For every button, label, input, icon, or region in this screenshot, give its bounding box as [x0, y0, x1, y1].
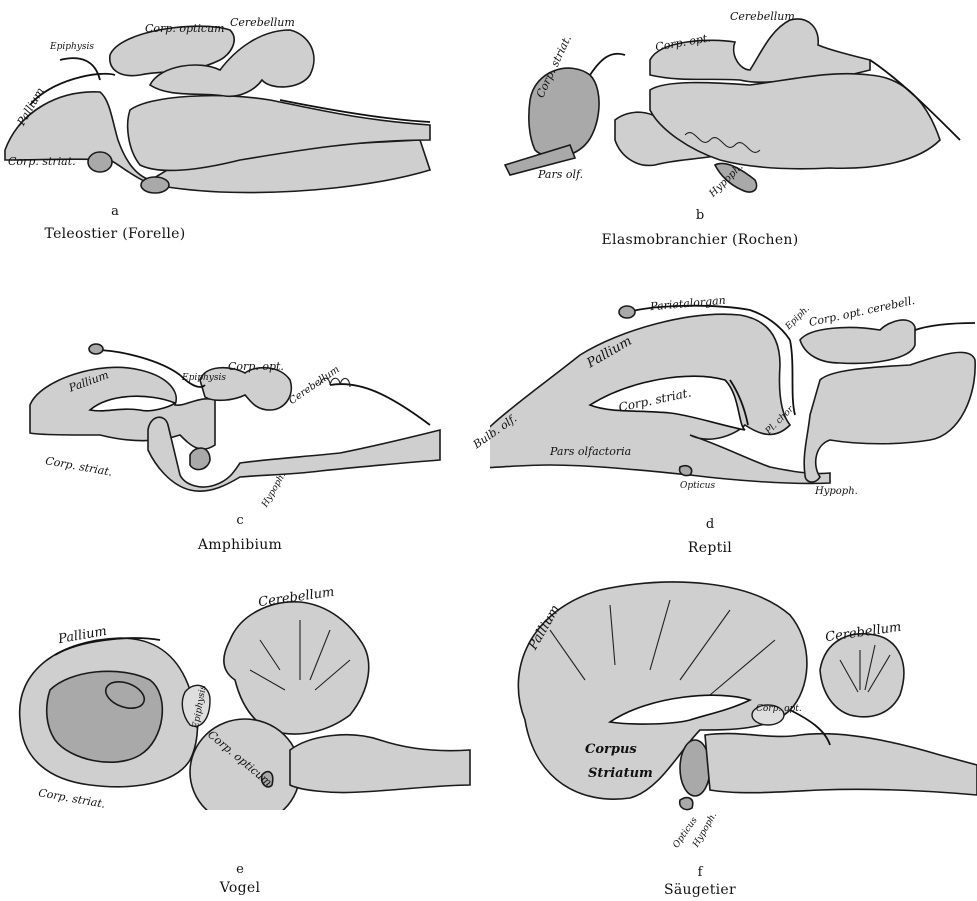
figure-d: Parietalorgan Epiph. Corp. opt. cerebell… — [490, 285, 970, 570]
figure-e: Cerebellum Pallium Epiphysis Corp. optic… — [0, 580, 480, 865]
label-cerebellum: Cerebellum — [730, 10, 795, 23]
brain-section-d-drawing — [490, 285, 977, 495]
label-corpus: Corpus — [585, 742, 637, 757]
figure-b: Corp. striat. Corp. opt. Cerebellum Pars… — [490, 0, 970, 285]
caption-letter-d: d — [510, 517, 910, 532]
label-striatum: Striatum — [588, 766, 653, 781]
label-pars-olf: Pars olf. — [538, 168, 583, 181]
caption-letter-a: a — [0, 204, 290, 219]
label-epiphysis: Epiphysis — [50, 42, 94, 52]
brain-section-e-drawing — [0, 580, 480, 810]
caption-name-e: Vogel — [0, 880, 480, 896]
label-corp-opt: Corp. opt. — [228, 360, 284, 373]
caption-name-c: Amphibium — [0, 537, 480, 553]
caption-letter-b: b — [500, 208, 900, 223]
label-pars-olfactoria: Pars olfactoria — [550, 445, 631, 458]
caption-letter-e: e — [0, 862, 480, 877]
label-hypoph: Hypoph. — [815, 486, 858, 497]
label-cerebellum: Cerebellum — [230, 16, 295, 29]
caption-name-b: Elasmobranchier (Rochen) — [500, 232, 900, 248]
label-opticus: Opticus — [680, 481, 715, 491]
caption-letter-f: f — [500, 865, 900, 880]
caption-name-d: Reptil — [510, 540, 910, 556]
figure-c: Pallium Epiphysis Corp. opt. Cerebellum … — [0, 285, 480, 570]
caption-name-a: Teleostier (Forelle) — [0, 226, 290, 242]
figure-f: Pallium Cerebellum Corp. opt. Corpus Str… — [490, 570, 970, 855]
figure-a: Pallium Epiphysis Corp. opticum Cerebell… — [0, 0, 480, 285]
brain-section-a-drawing — [0, 0, 480, 200]
caption-letter-c: c — [0, 513, 480, 528]
label-epiphysis: Epiphysis — [182, 373, 226, 383]
caption-name-f: Säugetier — [500, 882, 900, 898]
label-corp-opticum: Corp. opticum — [145, 22, 225, 35]
label-corp-opt: Corp. opt. — [756, 704, 802, 714]
brain-section-f-drawing — [490, 570, 977, 820]
label-corp-striat: Corp. striat. — [8, 155, 76, 168]
